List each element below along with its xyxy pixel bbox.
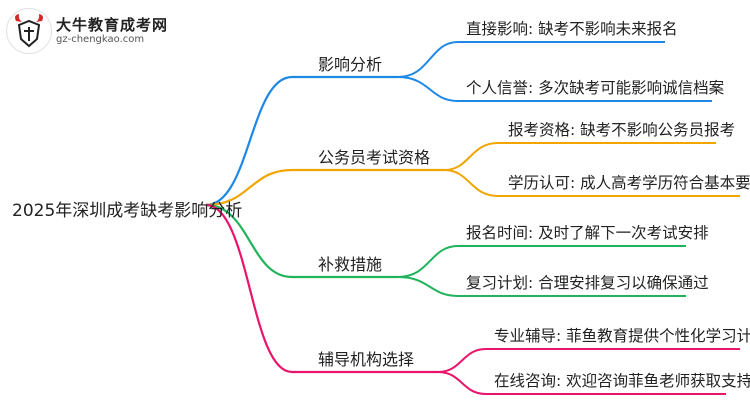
leaf-registration-time: 报名时间: 及时了解下一次考试安排 [466, 224, 709, 242]
bull-head-icon [15, 14, 43, 48]
leaf-online-consultation: 在线咨询: 欢迎咨询菲鱼老师获取支持 [494, 372, 750, 390]
leaf-degree-recognition: 学历认可: 成人高考学历符合基本要求 [508, 174, 750, 192]
logo-title: 大牛教育成考网 [56, 16, 169, 34]
leaf-study-plan: 复习计划: 合理安排复习以确保通过 [466, 274, 709, 292]
leaf-professional-tutoring: 专业辅导: 菲鱼教育提供个性化学习计划 [494, 327, 750, 345]
connector-leaf [443, 142, 716, 171]
connector-root-remedy [205, 203, 398, 279]
site-logo: 大牛教育成考网 gz-chengkao.com [6, 8, 169, 54]
branch-influence-analysis: 影响分析 [318, 55, 383, 74]
leaf-personal-credit: 个人信誉: 多次缺考可能影响诚信档案 [466, 79, 725, 97]
connector-leaf [437, 348, 740, 373]
connector-leaf [397, 41, 665, 78]
leaf-direct-impact: 直接影响: 缺考不影响未来报名 [466, 20, 678, 38]
branch-remedies: 补救措施 [318, 255, 383, 274]
connector-root-civil-service [205, 168, 444, 207]
connector-leaf [437, 371, 726, 395]
connector-leaf [397, 276, 686, 297]
connector-root-tutoring [205, 203, 438, 374]
branch-tutoring-choice: 辅导机构选择 [318, 350, 415, 369]
logo-badge [6, 8, 52, 54]
leaf-application-eligibility: 报考资格: 缺考不影响公务员报考 [508, 121, 736, 139]
root-node: 2025年深圳成考缺考影响分析 [12, 201, 243, 221]
connector-leaf [443, 169, 740, 197]
logo-url: gz-chengkao.com [56, 34, 145, 45]
connector-leaf [397, 76, 712, 102]
connector-leaf [397, 245, 686, 278]
branch-civil-service-eligibility: 公务员考试资格 [318, 148, 431, 167]
connector-root-influence [205, 75, 398, 207]
